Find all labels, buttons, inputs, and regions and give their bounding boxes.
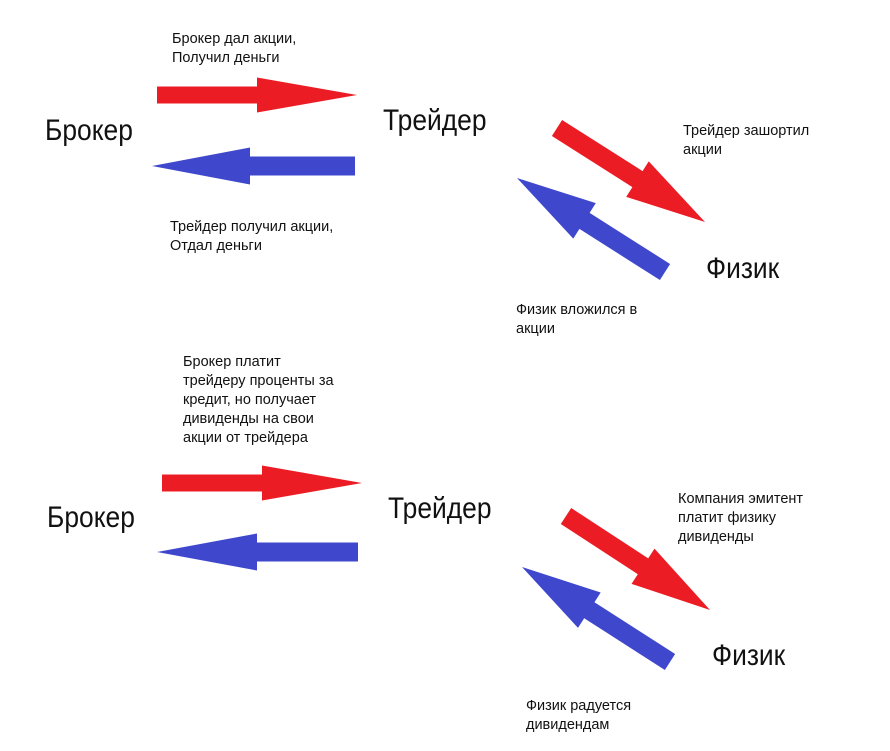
top-blue-right-text: Физик вложился в акции bbox=[516, 302, 638, 337]
bottom-person-label: Физик bbox=[712, 639, 786, 672]
bottom-trader-label: Трейдер bbox=[388, 492, 492, 525]
top-red-left-text: Брокер дал акции, Получил деньги bbox=[172, 31, 297, 66]
bottom-broker-label: Брокер bbox=[47, 501, 135, 534]
bottom-red-diagonal-arrow bbox=[560, 508, 710, 610]
top-trader-label: Трейдер bbox=[383, 104, 487, 137]
bottom-blue-left-arrow bbox=[157, 533, 358, 571]
bottom-red-right-text: Компания эмитент платит физику дивиденды bbox=[678, 491, 804, 545]
top-blue-left-arrow bbox=[152, 147, 355, 185]
bottom-left-text: Брокер платит трейдеру проценты за креди… bbox=[183, 354, 334, 446]
top-broker-label: Брокер bbox=[45, 114, 133, 147]
bottom-red-right-arrow bbox=[162, 465, 362, 501]
top-red-diagonal-arrow bbox=[551, 119, 705, 222]
top-person-label: Физик bbox=[706, 252, 780, 285]
top-blue-diagonal-arrow bbox=[517, 178, 671, 281]
top-red-right-arrow bbox=[157, 77, 357, 113]
top-red-right-text: Трейдер зашортил акции bbox=[683, 123, 810, 158]
bottom-blue-right-text: Физик радуется дивидендам bbox=[526, 698, 632, 733]
bottom-blue-diagonal-arrow bbox=[522, 567, 676, 670]
top-blue-left-text: Трейдер получил акции, Отдал деньги bbox=[170, 219, 334, 254]
